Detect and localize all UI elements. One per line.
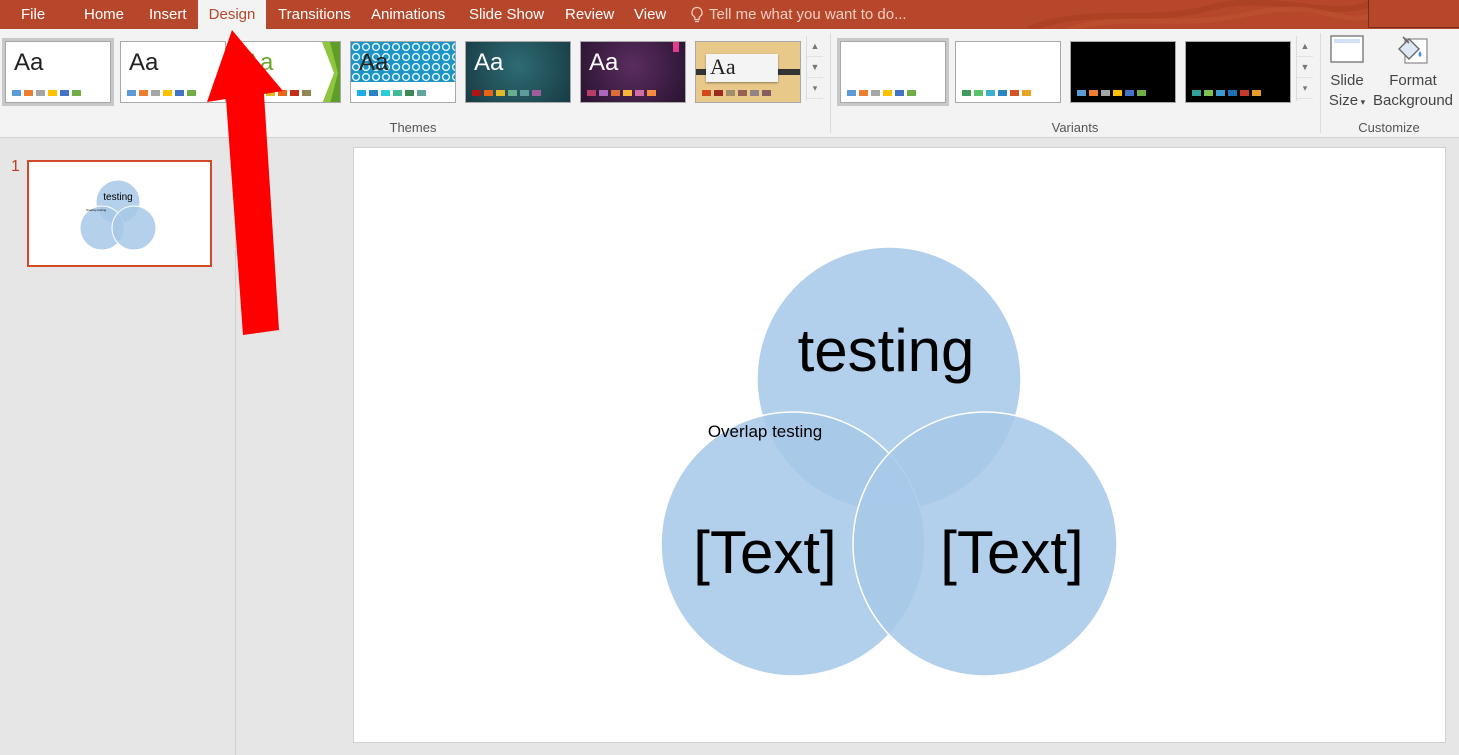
chevron-down-icon[interactable]: ▼ — [807, 57, 823, 78]
tab-review[interactable]: Review — [565, 6, 615, 23]
theme-sample-text: Aa — [710, 54, 736, 79]
theme-sample-text: Aa — [129, 49, 159, 76]
variants-group-label: Variants — [1051, 120, 1099, 135]
theme-card — [706, 54, 778, 82]
tab-insert[interactable]: Insert — [149, 6, 187, 23]
slide-thumbnail-1[interactable]: testing Overlap testing — [27, 160, 212, 267]
theme-pattern — [351, 42, 455, 82]
window-control-area — [1368, 0, 1459, 28]
venn-right-text[interactable]: [Text] — [940, 519, 1083, 586]
group-separator — [1320, 33, 1321, 133]
theme-office[interactable]: Aa — [2, 38, 114, 106]
title-bar-decoration — [1027, 0, 1369, 29]
theme-wood-type[interactable]: Aa — [695, 41, 801, 103]
slide-size-label-line2: Size — [1328, 92, 1359, 109]
tab-view[interactable]: View — [634, 6, 667, 23]
tab-slide-show[interactable]: Slide Show — [469, 6, 545, 23]
theme-color-bars — [12, 90, 81, 96]
group-separator — [830, 33, 831, 133]
theme-sample-text: Aa — [589, 49, 619, 76]
format-background-label-line2: Background — [1372, 92, 1454, 109]
slide-number: 1 — [11, 158, 20, 175]
venn-overlap-text[interactable]: Overlap testing — [708, 422, 822, 441]
customize-group-label: Customize — [1358, 120, 1420, 135]
thumb-overlap-text: Overlap testing — [86, 208, 107, 212]
tab-transitions[interactable]: Transitions — [278, 6, 351, 23]
venn-left-text[interactable]: [Text] — [693, 519, 836, 586]
thumb-top-text: testing — [103, 192, 132, 203]
chevron-down-icon[interactable]: ▼ — [1297, 57, 1313, 78]
tab-home[interactable]: Home — [84, 6, 125, 23]
theme-accent-tab — [673, 42, 679, 52]
slide-thumbnail-panel: 1 testing Overlap testing — [0, 138, 236, 755]
format-background-label-line1: Format — [1389, 72, 1437, 89]
format-background-button[interactable]: Format Background — [1372, 33, 1454, 111]
theme-sample-text: Aa — [474, 49, 504, 76]
theme-color-bars — [587, 90, 656, 96]
variant-color-bars — [847, 90, 916, 96]
theme-sample-text: Aa — [359, 49, 389, 76]
venn-circle-right[interactable] — [852, 411, 1118, 677]
gallery-more-icon[interactable]: ▾ — [807, 78, 823, 99]
theme-sample-text: Aa — [14, 49, 44, 76]
themes-gallery-scroll[interactable]: ▲ ▼ ▾ — [806, 36, 823, 101]
theme-color-bars — [127, 90, 196, 96]
variant-color-bars — [1192, 90, 1261, 96]
theme-color-bars — [472, 90, 541, 96]
theme-integral[interactable]: Aa — [350, 41, 456, 103]
variant-3[interactable] — [1070, 41, 1176, 103]
slide-size-button[interactable]: Slide Size ▾ — [1324, 33, 1370, 112]
chevron-up-icon[interactable]: ▲ — [807, 36, 823, 57]
variant-1[interactable] — [837, 38, 949, 106]
themes-group-label: Themes — [389, 120, 437, 135]
tab-design[interactable]: Design — [198, 0, 266, 29]
slide-thumbnail-preview: testing Overlap testing — [79, 179, 157, 251]
slide-size-icon — [1330, 35, 1364, 63]
tab-file[interactable]: File — [21, 6, 46, 23]
tell-me-search[interactable]: Tell me what you want to do... — [709, 6, 907, 23]
theme-facet-shape — [322, 42, 340, 102]
venn-diagram[interactable]: testing Overlap testing [Text] [Text] — [354, 148, 1447, 744]
red-arrow-annotation — [207, 30, 283, 335]
theme-ion[interactable]: Aa — [465, 41, 571, 103]
variant-2[interactable] — [955, 41, 1061, 103]
variant-color-bars — [962, 90, 1031, 96]
chevron-up-icon[interactable]: ▲ — [1297, 36, 1313, 57]
variants-gallery-scroll[interactable]: ▲ ▼ ▾ — [1296, 36, 1313, 101]
paint-bucket-icon — [1398, 36, 1428, 64]
lightbulb-icon — [691, 6, 703, 23]
theme-color-bars — [357, 90, 426, 96]
theme-office-2[interactable]: Aa — [120, 41, 226, 103]
variant-color-bars — [1077, 90, 1146, 96]
variant-4[interactable] — [1185, 41, 1291, 103]
tab-animations[interactable]: Animations — [371, 6, 446, 23]
ribbon-tab-bar: File Home Insert Design Transitions Anim… — [0, 0, 1459, 29]
theme-ion-boardroom[interactable]: Aa — [580, 41, 686, 103]
slide-canvas[interactable]: testing Overlap testing [Text] [Text] — [353, 147, 1446, 743]
theme-color-bars — [702, 90, 771, 96]
dropdown-caret-icon: ▾ — [1358, 97, 1366, 107]
gallery-more-icon[interactable]: ▾ — [1297, 78, 1313, 99]
theme-footer — [351, 82, 455, 102]
slide-size-label-line1: Slide — [1330, 72, 1364, 89]
venn-top-text[interactable]: testing — [798, 317, 975, 384]
